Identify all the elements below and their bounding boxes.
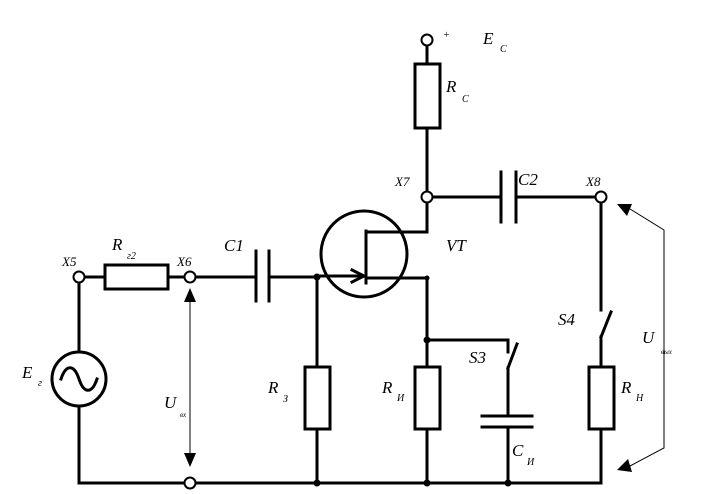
label-eg-sub: г [38,378,42,389]
resistor-rz [303,365,332,431]
label-x7: X7 [394,174,410,189]
label-rg-sub: г2 [127,251,136,262]
label-uout-sub: вых [661,348,673,356]
resistor-rc [413,62,442,130]
label-vt: VT [446,236,467,255]
terminal-ec[interactable] [420,33,434,47]
junction-ground-rz [313,479,321,487]
arrow-uout-head-bottom [617,459,632,472]
terminal-x8[interactable] [594,190,608,204]
label-ci: C [512,441,524,460]
label-rn-sub: Н [635,393,644,404]
arrow-uin-head-top [184,288,196,302]
label-s4: S4 [558,310,576,329]
label-uin-sub: вх [180,411,187,419]
label-rc-sub: C [462,94,469,105]
label-c1: C1 [224,236,244,255]
resistor-rg [103,263,170,291]
label-ec-sub: C [500,44,507,55]
label-rz-sub: З [283,394,288,405]
label-ci-sub: И [526,457,535,468]
junction-ground-ri [423,479,431,487]
arrow-uout-line [629,208,665,467]
resistor-ri [413,365,442,431]
junction-bypass [423,336,431,344]
junction-ground-ci [504,479,512,487]
label-x5: X5 [61,254,77,269]
label-ri-sub: И [396,393,405,404]
junction-gate [313,273,321,281]
label-x8: X8 [585,174,601,189]
terminal-x5[interactable] [72,270,86,284]
label-x6: X6 [176,254,192,269]
switch-s3-blade[interactable] [506,342,519,370]
transistor-vt-gate-arrow [349,267,368,285]
resistor-rn [587,365,616,431]
generator-eg-sine-icon [59,366,99,392]
label-rg: R [111,235,123,254]
label-rc: R [445,77,457,96]
label-c2: C2 [518,170,538,189]
label-ec: E [482,29,494,48]
terminal-x7[interactable] [420,190,434,204]
label-uout: U [642,328,656,347]
label-uin: U [164,393,178,412]
label-ec-plus: + [443,30,450,41]
arrow-uout-head-top [617,204,632,216]
terminal-ground[interactable] [183,476,197,490]
label-rz: R [267,378,279,397]
terminal-x6[interactable] [183,270,197,284]
arrow-uin-head-bottom [184,453,196,467]
label-rn: R [620,378,632,397]
label-s3: S3 [469,348,486,367]
switch-s4-blade[interactable] [599,310,613,339]
junction-source [424,275,430,281]
label-eg: E [21,363,33,382]
label-ri: R [381,378,393,397]
transistor-vt-body [319,209,409,299]
